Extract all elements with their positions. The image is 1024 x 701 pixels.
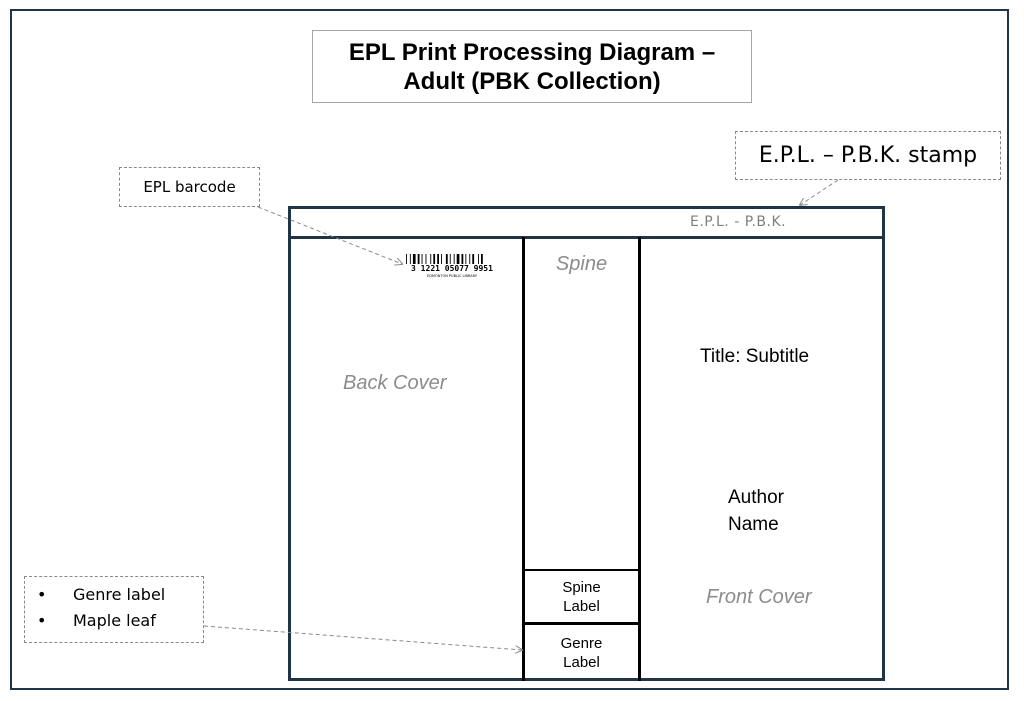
barcode-callout-text: EPL barcode [143, 178, 236, 196]
author-name-text: Author Name [728, 484, 784, 538]
barcode-number: 3 1221 05077 9951 [411, 264, 493, 273]
genre-label-line-1: Genre [560, 635, 603, 652]
barcode-bar [421, 254, 423, 264]
stamp-strip [288, 206, 885, 239]
barcode-bar [478, 254, 479, 264]
barcode-bar [472, 254, 475, 264]
barcode-bar [430, 254, 432, 264]
barcode-bar [437, 254, 439, 264]
spine-text: Spine [555, 253, 608, 275]
diagram-frame [10, 9, 1009, 690]
stamp-callout-text: E.P.L. – P.B.K. stamp [758, 143, 978, 168]
barcode-bar [461, 254, 464, 264]
barcode-bar [449, 254, 451, 264]
barcode-bar [453, 254, 455, 264]
stamp-callout: E.P.L. – P.B.K. stamp [735, 131, 1001, 180]
diagram-title: EPL Print Processing Diagram – Adult (PB… [312, 30, 752, 103]
barcode-bar [412, 254, 416, 264]
spine-label-line-1: Spine [562, 578, 601, 596]
genre-callout-item: Maple leaf [35, 608, 203, 634]
barcode-bar [425, 254, 427, 264]
barcode-bar [456, 254, 460, 264]
barcode-bar [409, 254, 411, 264]
front-cover-text: Front Cover [706, 586, 812, 608]
barcode-bar [433, 254, 436, 264]
barcode-bar [445, 254, 448, 264]
genre-callout-list: Genre label Maple leaf [35, 582, 203, 634]
book-outline [288, 206, 885, 681]
barcode-bar [481, 254, 483, 264]
barcode-bar [441, 254, 442, 264]
back-cover-text: Back Cover [343, 372, 447, 394]
genre-callout: Genre label Maple leaf [24, 576, 204, 643]
genre-callout-item: Genre label [35, 582, 203, 608]
genre-label: Genre Label [522, 625, 641, 681]
barcode-caption: EDMONTON PUBLIC LIBRARY [427, 274, 478, 278]
barcode-bar [469, 254, 471, 264]
genre-label-line-2: Label [563, 654, 600, 671]
book-title-text: Title: Subtitle [700, 346, 810, 367]
title-line-1: EPL Print Processing Diagram – [348, 38, 716, 66]
spine [522, 237, 641, 681]
barcode-bar [417, 254, 420, 264]
title-line-2: Adult (PBK Collection) [403, 67, 661, 95]
author-line-2: Name [728, 514, 779, 535]
stamp-text: E.P.L. - P.B.K. [690, 214, 787, 230]
spine-label: Spine Label [522, 569, 641, 625]
author-line-1: Author [728, 487, 784, 508]
barcode-bar [465, 254, 467, 264]
barcode-bar [406, 254, 407, 264]
barcode-icon: 3 1221 05077 9951 EDMONTON PUBLIC LIBRAR… [406, 254, 493, 278]
barcode-callout: EPL barcode [119, 167, 260, 207]
spine-label-line-2: Label [563, 597, 600, 615]
